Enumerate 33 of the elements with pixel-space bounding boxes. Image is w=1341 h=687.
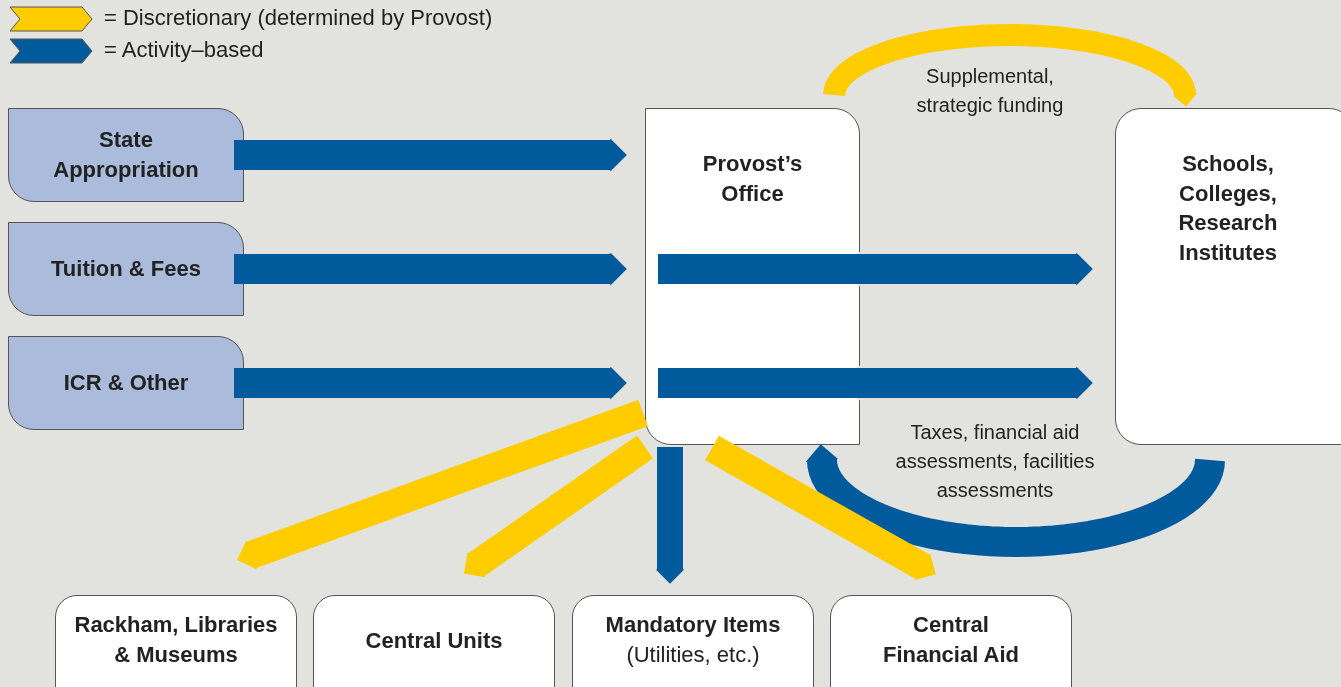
- node-title: Central Units: [365, 627, 503, 655]
- unit-box: [1115, 108, 1341, 445]
- node-title: Mandatory Items: [605, 611, 781, 639]
- node-title: Provost’s Office: [701, 150, 804, 208]
- source-box: [8, 336, 244, 430]
- node-title: Tuition & Fees: [51, 255, 201, 284]
- chevron-arrow: [658, 366, 1093, 400]
- node-title: Central Financial Aid: [881, 611, 1021, 669]
- legend-label: = Activity–based: [104, 37, 264, 63]
- unit-box: [830, 595, 1072, 687]
- chevron-arrow: [234, 366, 627, 400]
- node-title: ICR & Other: [63, 369, 189, 398]
- chevron-arrow: [823, 24, 1197, 107]
- chevron-arrow: [705, 435, 936, 581]
- chevron-arrow: [234, 138, 627, 172]
- unit-box: [313, 595, 555, 687]
- source-box: [8, 108, 244, 202]
- legend-label: = Discretionary (determined by Provost): [104, 5, 493, 31]
- node-title: State Appropriation: [52, 126, 200, 184]
- node-title: Schools, Colleges, Research Institutes: [1177, 150, 1279, 268]
- node-title: Rackham, Libraries & Museums: [73, 611, 279, 669]
- chevron-arrow: [237, 399, 648, 570]
- source-box: [8, 222, 244, 316]
- chevron-arrow: [234, 252, 627, 286]
- unit-box: [55, 595, 297, 687]
- chevron-arrow: [658, 252, 1093, 286]
- edge-label: Supplemental, strategic funding: [915, 64, 1065, 118]
- node-note: (Utilities, etc.): [626, 640, 760, 669]
- chevron-arrow: [655, 447, 685, 584]
- chevron-arrow: [463, 435, 653, 578]
- unit-box: [572, 595, 814, 687]
- edge-label: Taxes, financial aid assessments, facilities assessments: [894, 420, 1096, 503]
- chevron-arrow: [805, 444, 1225, 557]
